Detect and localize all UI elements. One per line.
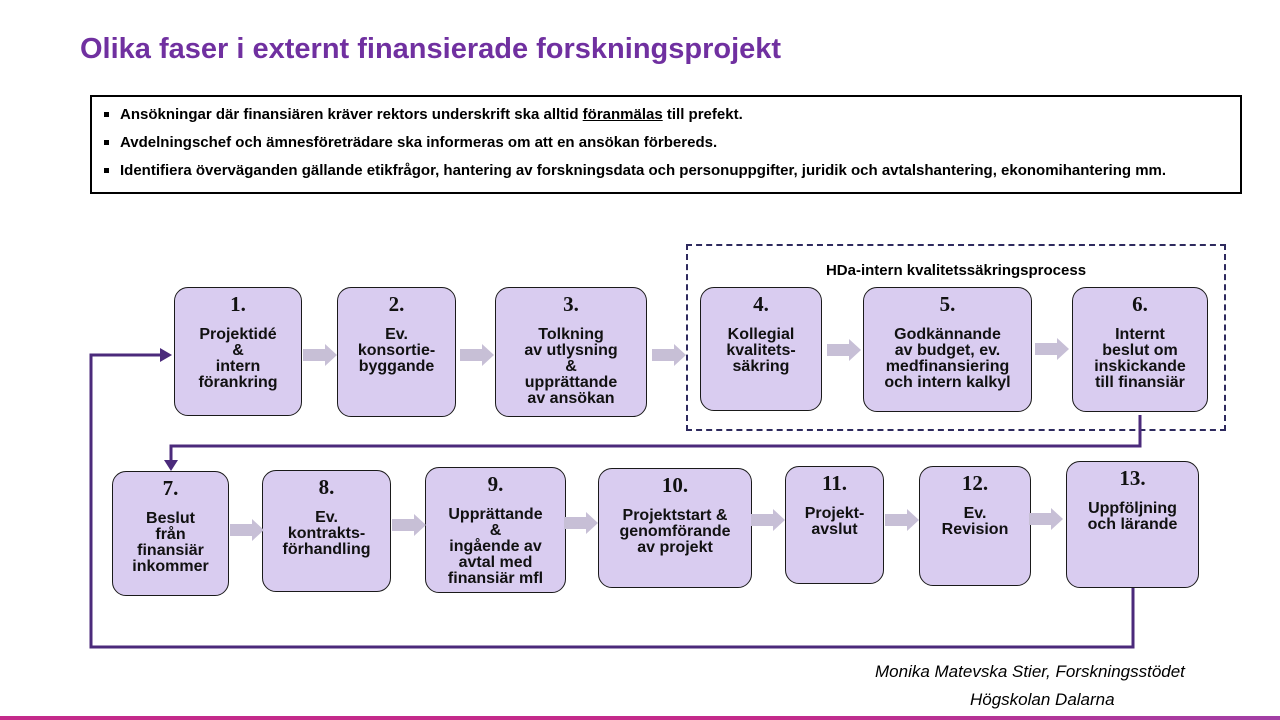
bullet-square-icon (104, 112, 109, 117)
step-arrow-icon (827, 339, 861, 361)
step-number: 13. (1119, 466, 1146, 490)
info-bullet-2: Avdelningschef och ämnesföreträdare ska … (102, 134, 1230, 162)
step-12: 12. Ev.Revision (919, 466, 1031, 586)
group-label: HDa-intern kvalitetssäkringsprocess (825, 262, 1087, 279)
info-bullet-3: Identifiera överväganden gällande etikfr… (102, 162, 1230, 190)
arrowhead-right-icon (160, 348, 172, 362)
step-number: 11. (821, 471, 848, 495)
step-2: 2. Ev.konsortie-byggande (337, 287, 456, 417)
step-number: 10. (661, 473, 689, 497)
step-arrow-icon (652, 344, 686, 366)
credit-author: Monika Matevska Stier, Forskningsstödet (875, 662, 1185, 681)
arrowhead-down-icon (164, 460, 178, 471)
step-number: 6. (1132, 292, 1148, 316)
step-label: Ev.kontrakts-förhandling (282, 509, 371, 558)
step-arrow-icon (303, 344, 337, 366)
step-number: 12. (961, 471, 989, 495)
step-11: 11. Projekt-avslut (785, 466, 884, 584)
underlined-term: föranmälas (582, 106, 663, 123)
bullet-square-icon (104, 168, 109, 173)
connector-13-to-1 (89, 353, 1135, 649)
bullet-square-icon (104, 140, 109, 145)
bottom-accent-line (0, 716, 1280, 720)
step-number: 7. (162, 476, 179, 500)
step-number: 3. (563, 292, 579, 316)
step-number: 1. (230, 292, 246, 316)
step-arrow-icon (564, 512, 598, 534)
connector-6-to-7 (169, 415, 1142, 462)
step-number: 4. (753, 292, 769, 316)
step-label: Ev.konsortie-byggande (357, 326, 436, 375)
step-arrow-icon (230, 519, 264, 541)
step-arrow-icon (392, 514, 426, 536)
step-number: 5. (939, 292, 956, 316)
page-title: Olika faser i externt finansierade forsk… (80, 33, 782, 65)
step-arrow-icon (885, 509, 919, 531)
quality-process-group: HDa-intern kvalitetssäkringsprocess (686, 244, 1226, 431)
step-number: 8. (318, 475, 335, 499)
step-arrow-icon (1029, 508, 1063, 530)
step-arrow-icon (460, 344, 494, 366)
step-label: Projekt-avslut (804, 505, 865, 538)
info-box: Ansökningar där finansiären kräver rekto… (90, 95, 1242, 194)
info-list: Ansökningar där finansiären kräver rekto… (102, 106, 1230, 190)
step-number: 2. (388, 292, 405, 316)
step-label: Ev.Revision (941, 505, 1009, 538)
step-arrow-icon (1035, 338, 1069, 360)
step-number: 9. (487, 472, 504, 496)
step-8: 8. Ev.kontrakts-förhandling (262, 470, 391, 592)
info-bullet-1: Ansökningar där finansiären kräver rekto… (102, 106, 1230, 134)
step-arrow-icon (751, 509, 785, 531)
credit-institution: Högskolan Dalarna (970, 690, 1115, 709)
